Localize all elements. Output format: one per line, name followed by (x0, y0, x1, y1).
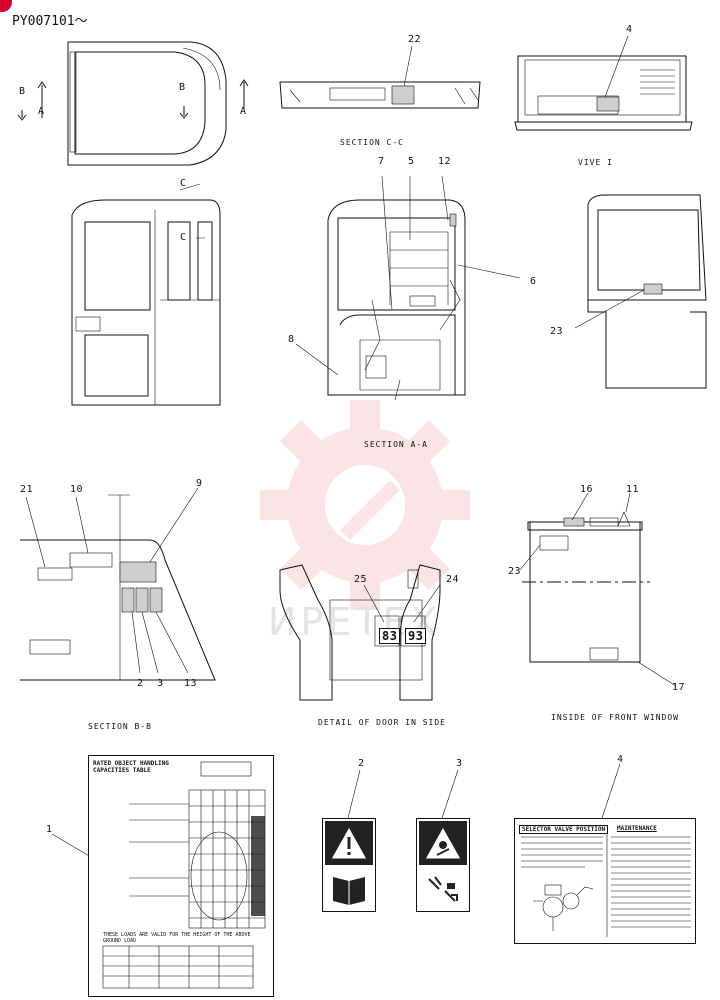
callout-3: 3 (157, 678, 164, 689)
callout-2-plate: 2 (358, 758, 365, 769)
section-bb-view (20, 487, 216, 681)
book-icon (333, 877, 365, 905)
drawing-code: PY007101～ (12, 14, 88, 29)
callout-9: 9 (196, 478, 203, 489)
callout-24: 24 (446, 574, 460, 585)
caption-section-aa: SECTION A-A (364, 440, 428, 449)
caption-section-cc: SECTION C-C (340, 138, 404, 147)
warning-plate-crush (416, 818, 470, 912)
callout-5: 5 (408, 156, 415, 167)
marker-c-top: C (180, 178, 187, 189)
cab-plan-view (67, 41, 227, 166)
callout-3-plate: 3 (456, 758, 463, 769)
arrow-hand-icon (428, 876, 458, 902)
callout-23-rear: 23 (550, 326, 564, 337)
callout-4-plate: 4 (617, 754, 624, 765)
capacity-chart (102, 761, 266, 989)
section-arrows (17, 79, 249, 121)
callout-16: 16 (580, 484, 594, 495)
capacity-table-footer: THESE LOADS ARE VALID FOR THE HEIGHT OF … (103, 932, 251, 944)
crush-warning-icon (419, 821, 467, 865)
callout-22: 22 (408, 34, 422, 45)
selector-valve-title: SELECTOR VALVE POSITION (519, 825, 609, 834)
leader-3 (441, 769, 459, 819)
caption-vive-i: VIVE I (578, 158, 613, 167)
warning-triangle-icon (325, 821, 373, 865)
selector-valve-diagram (521, 833, 691, 937)
callout-13: 13 (184, 678, 198, 689)
callout-10: 10 (70, 484, 84, 495)
capacity-table-plate: RATED OBJECT HANDLING CAPACITIES TABLE T… (88, 755, 274, 997)
vive-i-view (514, 35, 693, 131)
callout-2: 2 (137, 678, 144, 689)
door-sticker-right: 93 (405, 628, 427, 644)
callout-21: 21 (20, 484, 34, 495)
callout-12: 12 (438, 156, 452, 167)
leader-2 (347, 769, 361, 819)
cab-side-view (71, 183, 221, 406)
capacity-table-title: RATED OBJECT HANDLING CAPACITIES TABLE (93, 760, 169, 774)
watermark-gear-icon (260, 400, 470, 610)
warning-plate-manual (322, 818, 376, 912)
marker-b-mid: B (179, 82, 186, 93)
marker-b-left: B (19, 86, 26, 97)
callout-6: 6 (530, 276, 537, 287)
selector-valve-plate: SELECTOR VALVE POSITION MAINTENANCE (514, 818, 696, 944)
callout-25: 25 (354, 574, 368, 585)
brand-badge (0, 0, 12, 12)
callout-17: 17 (672, 682, 686, 693)
callout-11: 11 (626, 484, 640, 495)
callout-8: 8 (288, 334, 295, 345)
callout-1: 1 (46, 824, 53, 835)
section-aa-view (295, 175, 521, 401)
marker-c-mid: C (180, 232, 187, 243)
caption-door-detail: DETAIL OF DOOR IN SIDE (318, 718, 446, 727)
cab-rear-view (574, 194, 707, 389)
caption-front-window: INSIDE OF FRONT WINDOW (551, 713, 679, 722)
callout-23-window: 23 (508, 566, 522, 577)
door-sticker-left: 83 (379, 628, 401, 644)
marker-a-right: A (240, 106, 247, 117)
leader-4 (601, 763, 621, 819)
section-cc-view (279, 45, 481, 109)
caption-section-bb: SECTION B-B (88, 722, 152, 731)
callout-7: 7 (378, 156, 385, 167)
front-window-view (519, 492, 677, 687)
maintenance-title: MAINTENANCE (617, 825, 657, 832)
callout-4-top: 4 (626, 24, 633, 35)
marker-a-left: A (38, 106, 45, 117)
